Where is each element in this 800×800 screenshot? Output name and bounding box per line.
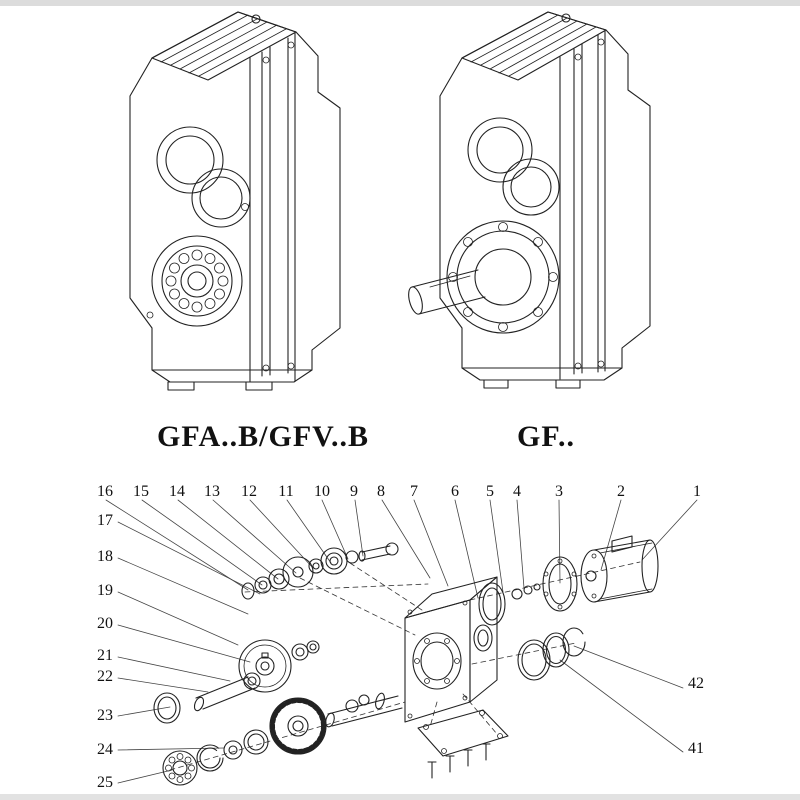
gearbox-drawing-gfab-gfv [129, 11, 341, 391]
callout-13: 13 [204, 483, 220, 500]
output-shaft-parts [162, 692, 403, 786]
callout-19: 19 [97, 582, 113, 599]
model-label-gf: GF.. [517, 420, 575, 453]
input-shaft-parts [241, 542, 399, 600]
callout-12: 12 [241, 483, 257, 500]
callout-15: 15 [133, 483, 149, 500]
mounting-feet [483, 379, 581, 389]
leader-lines [105, 499, 698, 784]
callout-17: 17 [97, 512, 113, 529]
intermediate-gear-parts [153, 639, 320, 724]
cooling-fins [461, 11, 607, 81]
callout-18: 18 [97, 548, 113, 565]
callout-16: 16 [97, 483, 113, 500]
callout-14: 14 [169, 483, 185, 500]
callout-8: 8 [377, 483, 385, 500]
mounting-feet [167, 381, 273, 391]
callout-9: 9 [350, 483, 358, 500]
vent-plug [251, 14, 261, 24]
input-bores [156, 126, 251, 228]
callout-10: 10 [314, 483, 330, 500]
retaining-rings [517, 627, 586, 681]
input-bores [467, 117, 560, 216]
callout-22: 22 [97, 668, 113, 685]
side-ribs [573, 30, 606, 375]
callout-42: 42 [688, 675, 704, 692]
housing-outline [129, 11, 341, 383]
callout-41: 41 [688, 740, 704, 757]
callout-23: 23 [97, 707, 113, 724]
gasket-and-bolts [417, 709, 509, 779]
callout-7: 7 [410, 483, 418, 500]
callout-20: 20 [97, 615, 113, 632]
motor-and-flange-parts [478, 535, 659, 626]
callout-11: 11 [278, 483, 294, 500]
callout-6: 6 [451, 483, 459, 500]
vent-plug [561, 13, 571, 23]
gearbox-drawing-gf [408, 11, 651, 389]
output-bearing [151, 235, 243, 327]
page-edge-top [0, 0, 800, 6]
callout-24: 24 [97, 741, 113, 758]
callout-5: 5 [486, 483, 494, 500]
gear-housing [404, 576, 498, 723]
callout-21: 21 [97, 647, 113, 664]
cooling-fins [151, 11, 297, 81]
callout-3: 3 [555, 483, 563, 500]
side-ribs [261, 32, 296, 382]
callout-2: 2 [617, 483, 625, 500]
callout-1: 1 [693, 483, 701, 500]
output-shaft [408, 269, 486, 315]
output-flange [446, 220, 560, 334]
exploded-view [105, 499, 698, 786]
page-edge-bottom [0, 794, 800, 800]
callout-25: 25 [97, 774, 113, 791]
model-label-gfab-gfv: GFA..B/GFV..B [157, 420, 369, 453]
housing-outline [439, 11, 651, 381]
callout-4: 4 [513, 483, 521, 500]
